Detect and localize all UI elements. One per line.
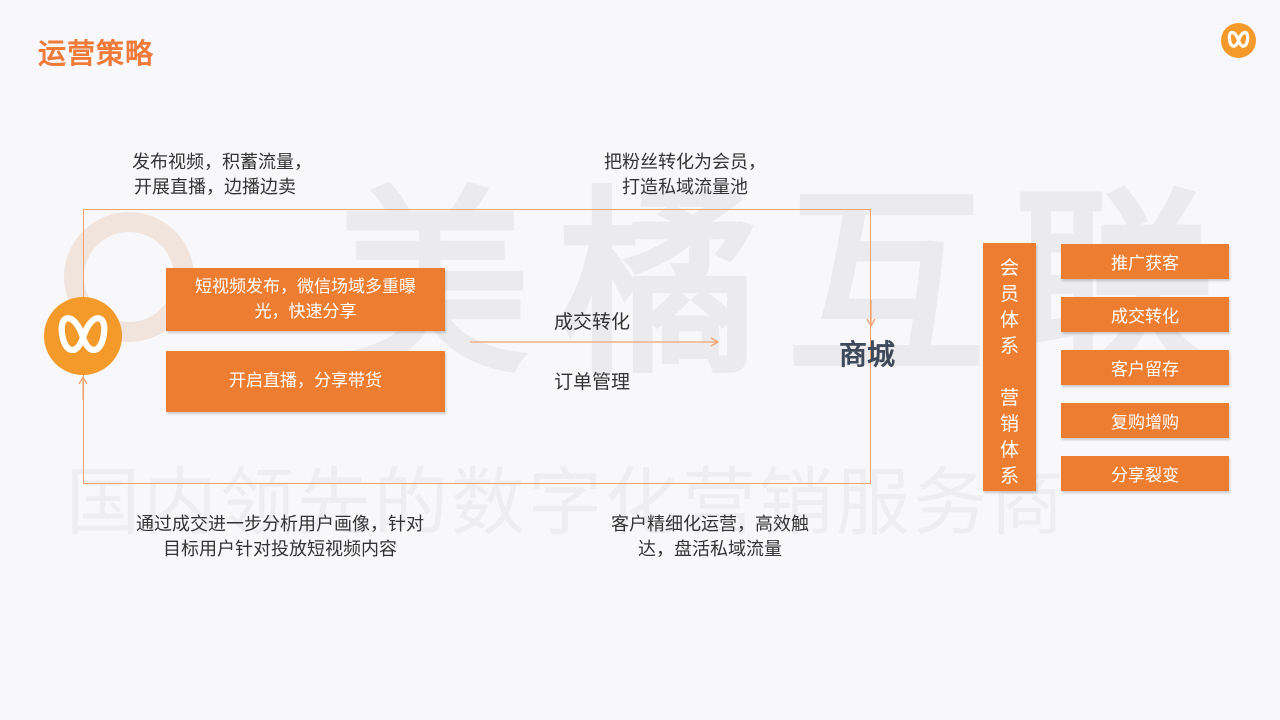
mall-label: 商城	[839, 338, 896, 371]
note-bottom-left-line-2: 目标用户针对投放短视频内容	[163, 539, 397, 560]
vlabel-char: 会	[999, 257, 1019, 279]
short-video-box: 短视频发布，微信场域多重曝 光，快速分享	[166, 268, 445, 331]
note-top-right-line-1: 把粉丝转化为会员，	[604, 152, 766, 173]
system-item-repurchase: 复购增购	[1061, 403, 1229, 438]
live-stream-box: 开启直播，分享带货	[166, 351, 445, 412]
watermark-slogan-text: 国内领先的数字化营销服务商	[66, 460, 1067, 546]
note-bottom-right-line-2: 达，盘活私域流量	[638, 539, 782, 560]
system-item-retention: 客户留存	[1061, 350, 1229, 385]
arrow-label-conversion: 成交转化	[554, 311, 631, 333]
note-bottom-right-line-1: 客户精细化运营，高效触	[611, 514, 809, 535]
member-marketing-system-label: 会 员 体 系 营 销 体 系	[983, 243, 1036, 491]
note-top-left-line-1: 发布视频，积蓄流量，	[132, 152, 312, 173]
note-top-left: 发布视频，积蓄流量， 开展直播，边播边卖	[118, 150, 312, 200]
short-video-line-2: 光，快速分享	[254, 301, 357, 322]
system-item-conversion: 成交转化	[1061, 297, 1229, 332]
note-top-right-line-2: 打造私域流量池	[622, 177, 748, 198]
note-bottom-left: 通过成交进一步分析用户画像，针对 目标用户针对投放短视频内容	[136, 512, 424, 562]
vlabel-char: 体	[999, 309, 1019, 331]
vlabel-char: 体	[999, 439, 1019, 461]
vlabel-char: 系	[999, 335, 1019, 357]
note-bottom-right: 客户精细化运营，高效触 达，盘活私域流量	[611, 512, 809, 562]
vlabel-char: 销	[999, 413, 1019, 435]
page-title: 运营策略	[38, 37, 155, 70]
arrow-label-order-management: 订单管理	[554, 371, 631, 393]
short-video-line-1: 短视频发布，微信场域多重曝	[195, 276, 416, 297]
vlabel-char: 系	[999, 465, 1019, 487]
note-top-right: 把粉丝转化为会员， 打造私域流量池	[604, 150, 766, 200]
system-item-acquisition: 推广获客	[1061, 244, 1229, 279]
note-top-left-line-2: 开展直播，边播边卖	[134, 177, 296, 198]
vlabel-char: 员	[999, 283, 1019, 305]
system-item-sharing: 分享裂变	[1061, 456, 1229, 491]
note-bottom-left-line-1: 通过成交进一步分析用户画像，针对	[136, 514, 424, 535]
vlabel-char: 营	[999, 387, 1019, 409]
brand-logo-icon	[44, 297, 122, 375]
vlabel-gap	[983, 359, 1036, 385]
corner-brand-logo-icon	[1221, 23, 1256, 58]
